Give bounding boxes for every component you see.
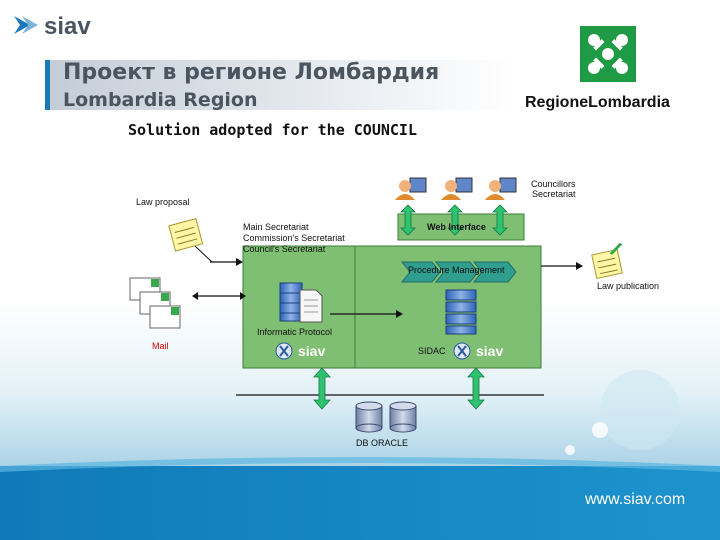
logo-text: siav [44, 13, 91, 40]
informatic-protocol-label: Informatic Protocol [257, 327, 333, 337]
councillors-label: Councillors Secretariat [531, 179, 576, 199]
siav-badge-text-sidac: siav [476, 343, 504, 359]
sidac-label: SIDAC [418, 346, 446, 356]
protocol-server-icon [279, 282, 323, 323]
bus-links [313, 367, 485, 410]
law-proposal-document-icon [168, 217, 204, 252]
db-oracle-icon [355, 401, 417, 433]
law-publication-label: Law publication [597, 281, 660, 291]
procedure-management-chevrons [400, 261, 517, 283]
page-title-ru: Проект в регионе Ломбардия [63, 60, 440, 85]
mail-envelopes-icon [129, 277, 181, 329]
web-interface-label: Web Interface [427, 222, 486, 232]
law-proposal-label: Law proposal [136, 197, 190, 207]
procedure-management-label: Procedure Management [408, 265, 505, 275]
siav-badge-sidac [452, 342, 510, 360]
page-subtitle: Solution adopted for the COUNCIL [128, 121, 417, 139]
siav-badge-protocol [274, 342, 332, 360]
law-publication-document-icon [591, 242, 623, 280]
regione-lombardia-emblem-icon [580, 26, 636, 82]
main-secretariat-label: Main Secretariat Commission's Secretaria… [243, 222, 345, 254]
councillor-user-icons [395, 177, 517, 200]
db-oracle-label: DB ORACLE [356, 438, 409, 448]
regione-lombardia-wordmark: RegioneLombardia [525, 94, 670, 111]
page-title-en: Lombardia Region [63, 89, 258, 111]
title-accent [45, 60, 50, 110]
sidac-server-icon [445, 289, 477, 335]
mail-label: Mail [152, 341, 169, 351]
footer-url: www.siav.com [585, 491, 686, 508]
siav-logo: siav [14, 13, 91, 40]
title-bar [45, 60, 515, 110]
councillor-links [400, 204, 508, 236]
siav-badge-text-protocol: siav [298, 343, 326, 359]
